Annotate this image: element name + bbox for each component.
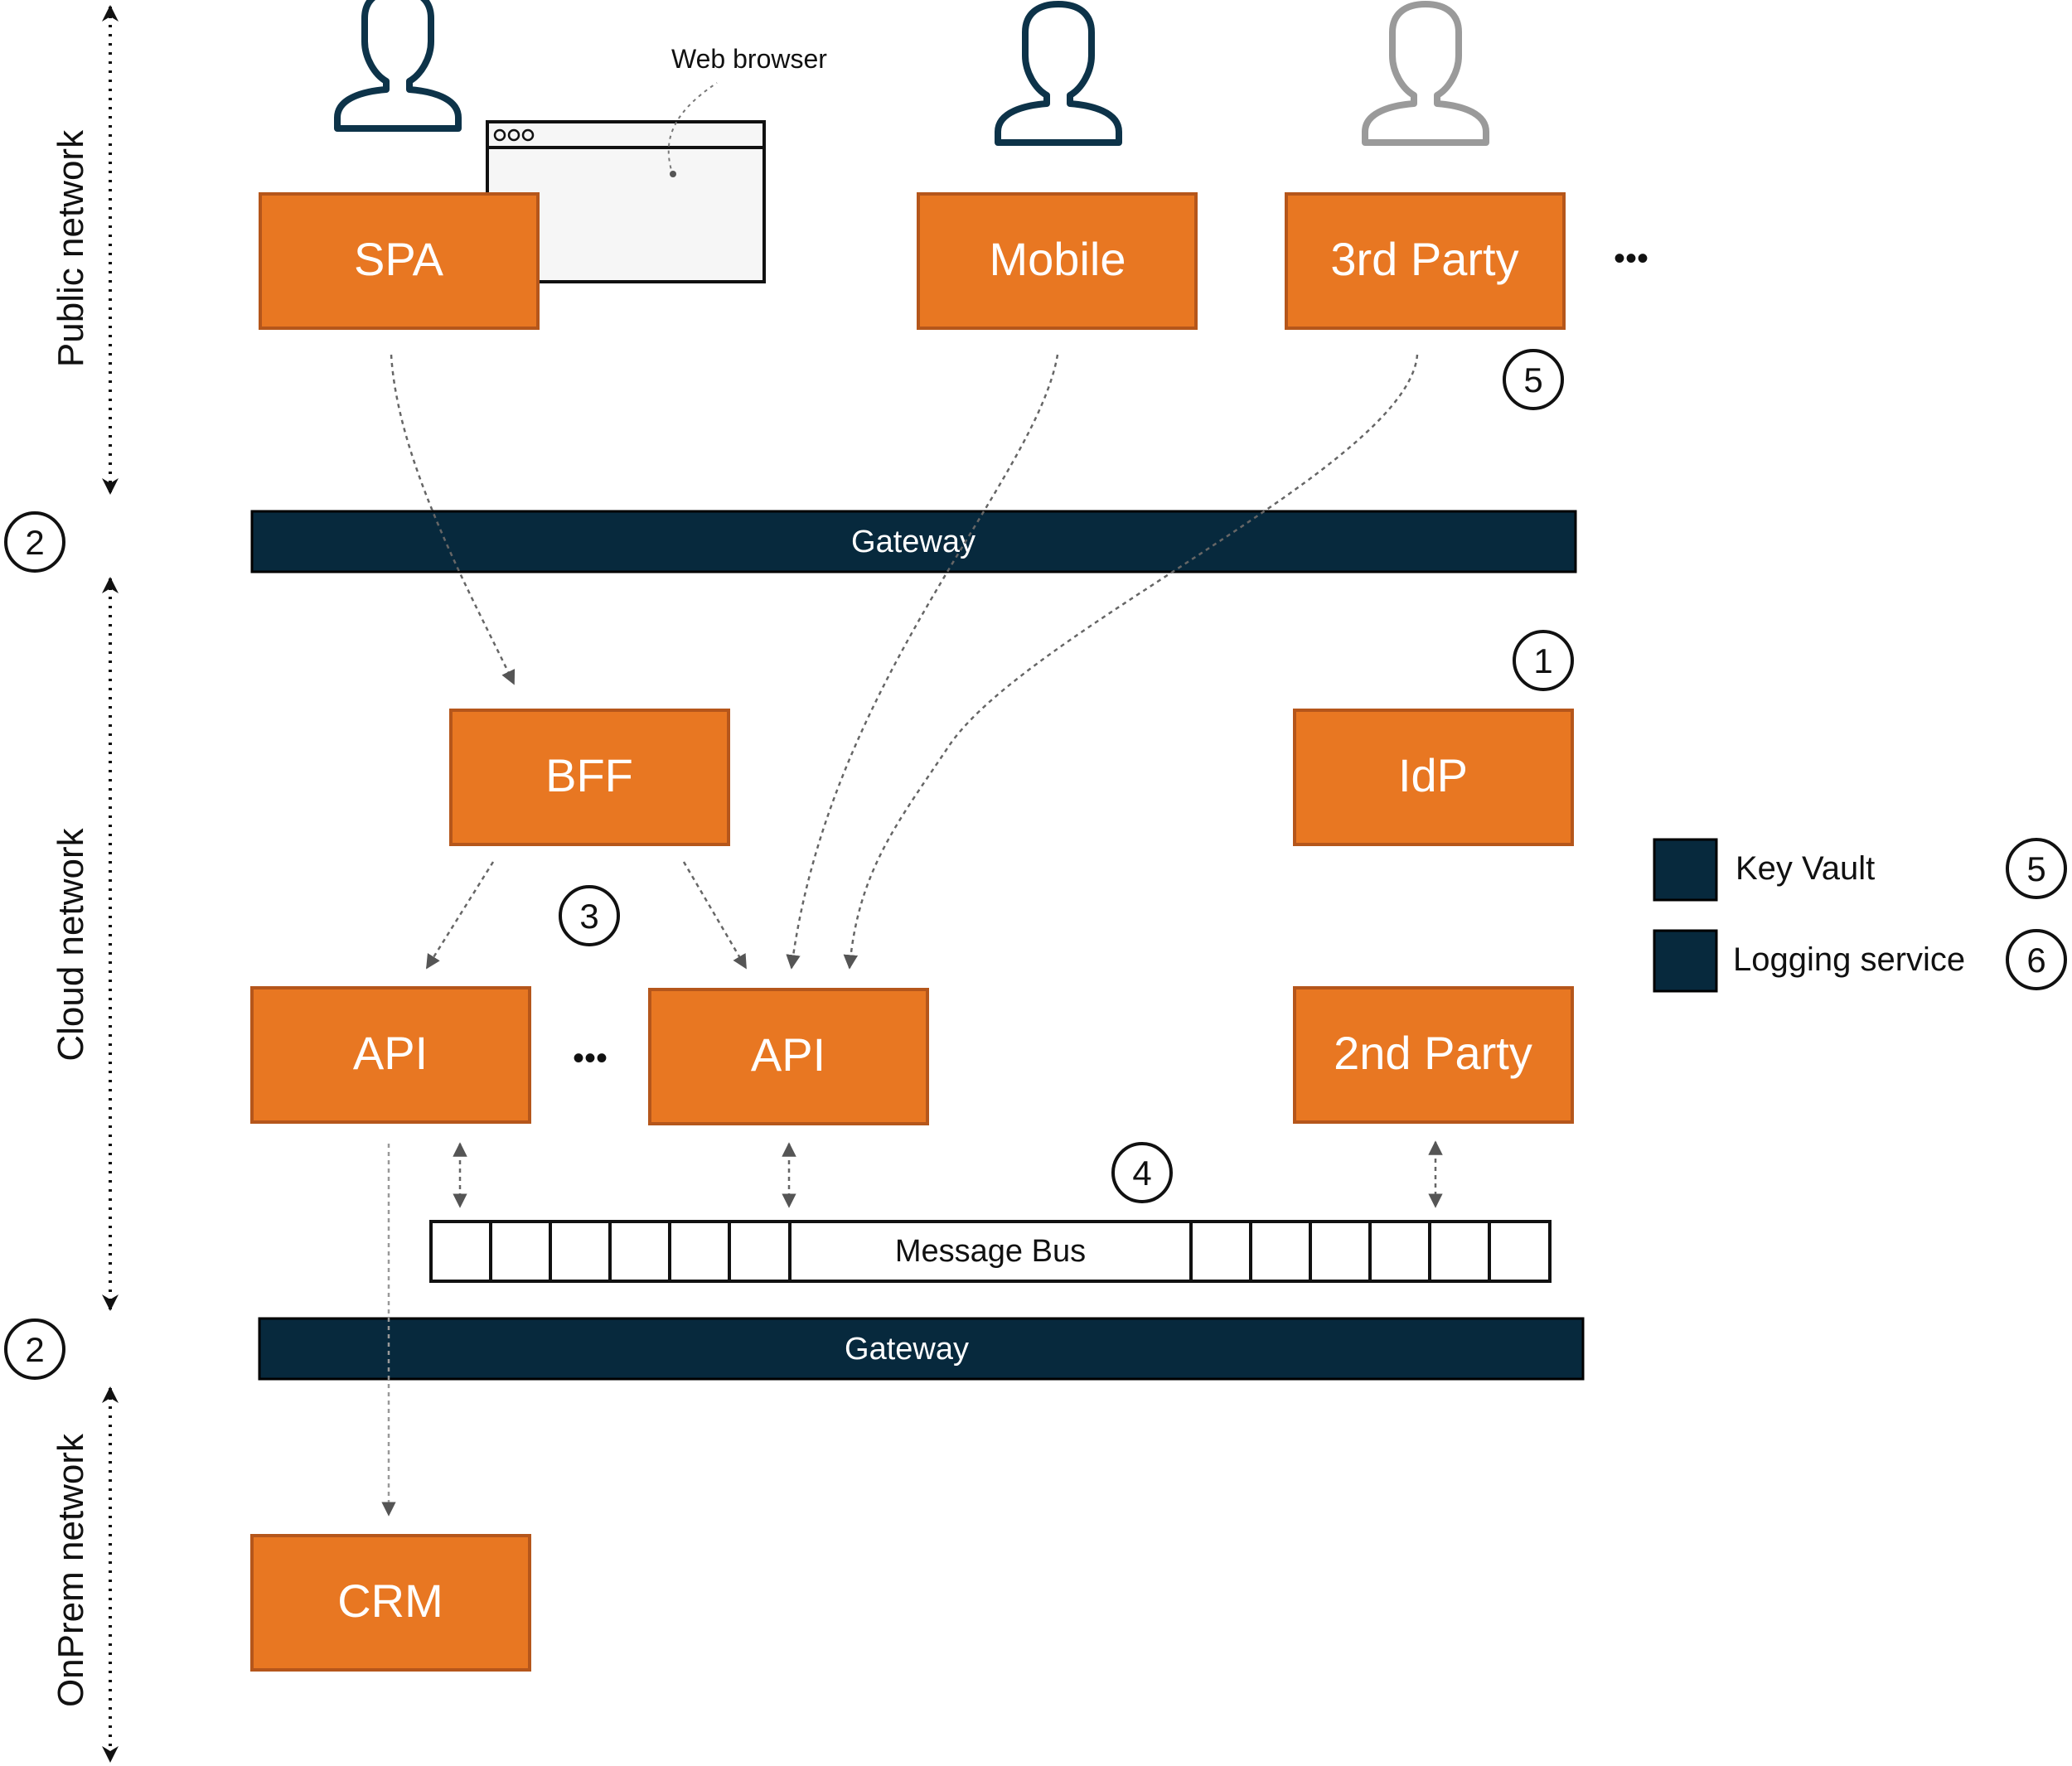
badge-message-bus-number: 4 bbox=[1132, 1154, 1151, 1193]
arrow-mobile-to-api bbox=[786, 354, 1059, 970]
logging-service-label: Logging service bbox=[1733, 941, 1965, 978]
badge-third-party-number: 5 bbox=[1523, 360, 1542, 399]
spa-box: SPA bbox=[259, 192, 540, 330]
gateway-public-label: Gateway bbox=[851, 525, 975, 559]
message-bus-outline bbox=[429, 1220, 1552, 1283]
gateway-onprem-bar bbox=[258, 1317, 1585, 1381]
arrow-bff-to-api-right bbox=[682, 861, 748, 970]
idp-box: IdP bbox=[1293, 709, 1574, 846]
user-icon-third-party bbox=[1362, 1, 1489, 146]
badge-gateway-onprem: 2 bbox=[4, 1318, 65, 1380]
web-browser-label: Web browser bbox=[671, 44, 827, 74]
user-icon-mobile bbox=[995, 1, 1122, 146]
user-icon-spa bbox=[334, 0, 462, 132]
zone-cloud: Cloud network bbox=[51, 577, 119, 1311]
mobile-label: Mobile bbox=[990, 233, 1126, 285]
badge-idp-number: 1 bbox=[1533, 641, 1552, 680]
badge-gateway-onprem-number: 2 bbox=[25, 1330, 44, 1369]
zone-onprem: OnPrem network bbox=[51, 1386, 119, 1763]
legend: Key Vault 5 Logging service 6 bbox=[1653, 838, 2067, 993]
badge-gateway-public: 2 bbox=[4, 511, 65, 573]
more-clients-ellipsis: ••• bbox=[1614, 240, 1648, 277]
badge-idp: 1 bbox=[1513, 630, 1574, 691]
third-party-label: 3rd Party bbox=[1330, 233, 1518, 285]
browser-callout-dot bbox=[670, 171, 676, 177]
arrow-third-party-to-api bbox=[843, 354, 1419, 970]
api-left-box: API bbox=[250, 986, 531, 1124]
spa-box-rect bbox=[259, 192, 540, 330]
second-party-box: 2nd Party bbox=[1293, 986, 1574, 1124]
spa-label: SPA bbox=[354, 233, 444, 285]
more-apis-ellipsis: ••• bbox=[573, 1040, 608, 1077]
badge-bff-number: 3 bbox=[579, 897, 598, 936]
badge-third-party: 5 bbox=[1503, 349, 1564, 410]
idp-label: IdP bbox=[1398, 749, 1468, 801]
bff-box: BFF bbox=[449, 709, 730, 846]
legend-item-logging-service: Logging service 6 bbox=[1653, 929, 2067, 993]
key-vault-swatch bbox=[1653, 838, 1718, 902]
arrow-bff-to-api-left bbox=[425, 861, 495, 970]
api-left-box-rect bbox=[250, 986, 531, 1124]
third-party-box: 3rd Party bbox=[1285, 192, 1566, 330]
third-party-box-rect bbox=[1285, 192, 1566, 330]
api-right-box: API bbox=[648, 988, 929, 1125]
logging-service-swatch bbox=[1653, 929, 1718, 993]
badge-message-bus: 4 bbox=[1111, 1142, 1173, 1203]
gateway-onprem-label: Gateway bbox=[845, 1332, 969, 1367]
crm-box-rect bbox=[250, 1534, 531, 1672]
crm-box: CRM bbox=[250, 1534, 531, 1672]
gateway-public: Gateway bbox=[250, 510, 1577, 573]
gateway-onprem: Gateway bbox=[258, 1317, 1585, 1381]
zone-cloud-label: Cloud network bbox=[51, 827, 91, 1061]
message-bus-slots-left bbox=[489, 1222, 792, 1281]
api-left-label: API bbox=[353, 1027, 428, 1079]
gateway-public-bar bbox=[250, 510, 1577, 573]
badge-gateway-public-number: 2 bbox=[25, 523, 44, 562]
zone-onprem-label: OnPrem network bbox=[51, 1433, 91, 1707]
message-bus-slots-right bbox=[1189, 1222, 1491, 1281]
bff-box-rect bbox=[449, 709, 730, 846]
badge-bff: 3 bbox=[559, 885, 620, 946]
legend-item-key-vault: Key Vault 5 bbox=[1653, 838, 2067, 902]
second-party-label: 2nd Party bbox=[1334, 1027, 1532, 1079]
flow-arrows bbox=[381, 354, 1443, 1517]
browser-callout-line bbox=[667, 82, 718, 177]
mobile-box-rect bbox=[917, 192, 1198, 330]
browser-dot-icon bbox=[521, 128, 535, 142]
key-vault-badge: 5 bbox=[2026, 849, 2045, 888]
zone-public-label: Public network bbox=[51, 129, 91, 367]
browser-dot-icon bbox=[493, 128, 506, 142]
key-vault-label: Key Vault bbox=[1736, 850, 1875, 887]
idp-box-rect bbox=[1293, 709, 1574, 846]
bff-label: BFF bbox=[545, 749, 633, 801]
second-party-box-rect bbox=[1293, 986, 1574, 1124]
zone-public: Public network bbox=[51, 5, 119, 495]
message-bus-label: Message Bus bbox=[895, 1234, 1086, 1269]
api-right-box-rect bbox=[648, 988, 929, 1125]
logging-service-badge: 6 bbox=[2026, 941, 2045, 980]
message-bus: Message Bus bbox=[429, 1220, 1552, 1283]
crm-label: CRM bbox=[337, 1575, 443, 1627]
api-right-label: API bbox=[751, 1028, 825, 1081]
mobile-box: Mobile bbox=[917, 192, 1198, 330]
browser-dot-icon bbox=[507, 128, 520, 142]
